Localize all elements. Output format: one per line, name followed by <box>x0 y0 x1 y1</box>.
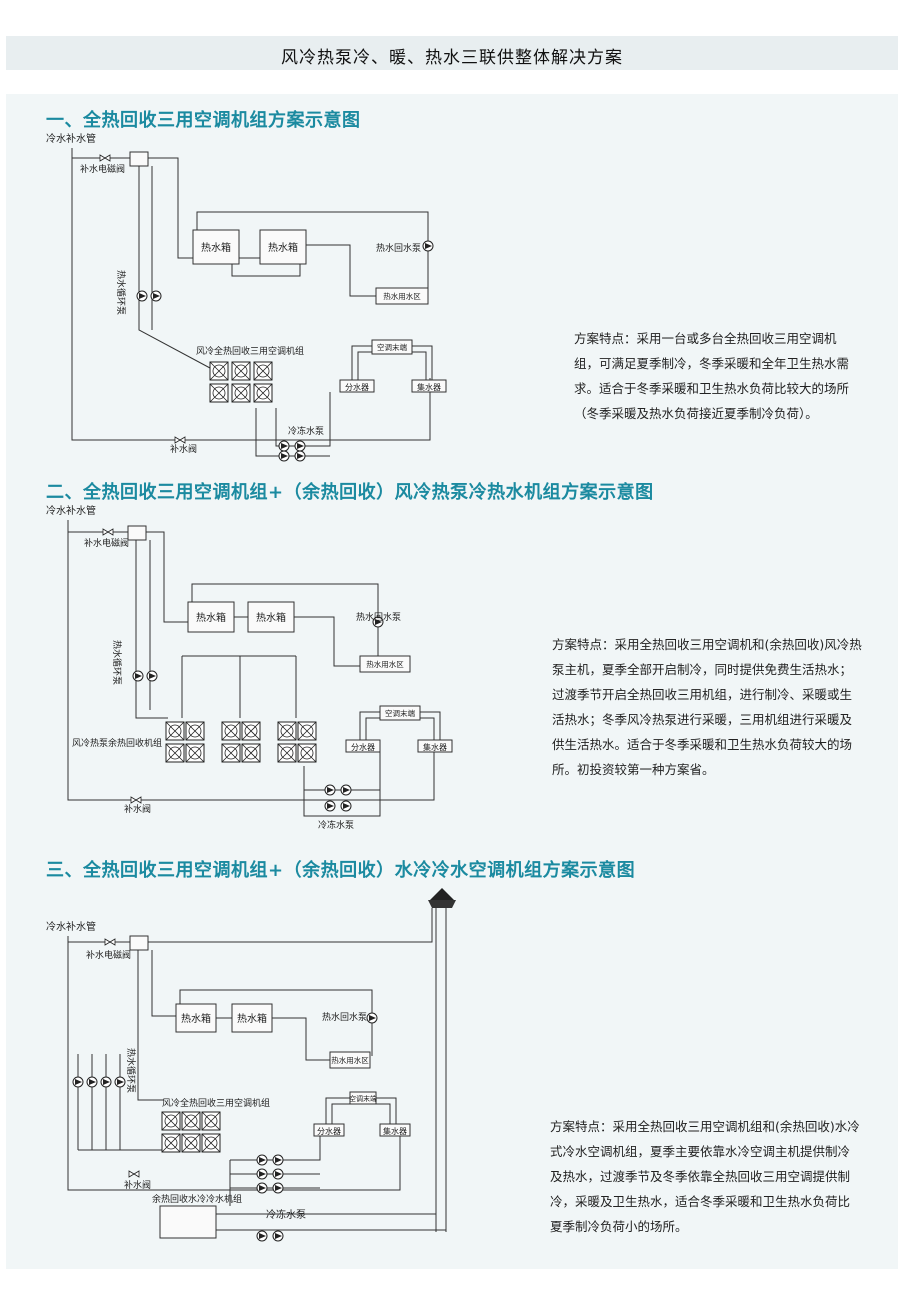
d3-unit2-label: 余热回收水冷冷水机组 <box>152 1193 242 1205</box>
d1-terminal <box>371 339 413 355</box>
d3-chill-pump-label: 冷冻水泵 <box>266 1208 306 1221</box>
d2-makeup-valve-label: 补水阀 <box>124 803 151 815</box>
d1-chill-pump-label: 冷冻水泵 <box>288 425 324 437</box>
d1-filter <box>129 151 149 167</box>
d3-hot-zone-label: 热水用水区 <box>331 1055 369 1065</box>
d2-terminal <box>379 705 421 721</box>
page-header-bar: 风冷热泵冷、暖、热水三联供整体解决方案 <box>6 36 898 70</box>
d1-distributor <box>339 379 375 393</box>
d3-solenoid-label: 补水电磁阀 <box>86 949 131 961</box>
d1-circ-pump-label: 热水循环泵 <box>115 270 127 315</box>
d1-terminal-label: 空调末端 <box>377 342 407 352</box>
d1-tank1 <box>192 229 240 265</box>
d2-terminal-label: 空调末端 <box>385 708 415 718</box>
d3-tank2-label: 热水箱 <box>237 1012 267 1025</box>
d3-tank1 <box>175 1003 217 1033</box>
d3-distributor-label: 分水器 <box>317 1126 341 1136</box>
d1-unit-label: 风冷全热回收三用空调机组 <box>196 345 304 357</box>
d3-tank2 <box>231 1003 273 1033</box>
section-1-description: 方案特点：采用一台或多台全热回收三用空调机组，可满足夏季制冷，冬季采暖和全年卫生… <box>574 331 850 421</box>
d3-terminal-label: 空调末端 <box>349 1094 377 1103</box>
section-2-description: 方案特点：采用全热回收三用空调机和(余热回收)风冷热泵主机，夏季全部开启制冷，同… <box>552 637 862 777</box>
d1-distributor-label: 分水器 <box>345 382 369 392</box>
d3-return-pump-label: 热水回水泵 <box>322 1011 367 1023</box>
d3-tank1-label: 热水箱 <box>181 1012 211 1025</box>
d1-tank2 <box>259 229 307 265</box>
d2-distributor-label: 分水器 <box>351 742 375 752</box>
d2-unit-label: 风冷热泵余热回收机组 <box>72 737 162 749</box>
d2-hot-zone <box>359 655 411 673</box>
d3-hot-zone <box>329 1051 371 1069</box>
d2-return-pump-label: 热水回水泵 <box>356 611 401 623</box>
d2-makeup-pipe-label: 冷水补水管 <box>46 504 96 517</box>
section-3-description: 方案特点：采用全热回收三用空调机组和(余热回收)水冷式冷水空调机组，夏季主要依靠… <box>550 1119 860 1234</box>
d1-tank2-label: 热水箱 <box>268 241 298 254</box>
d2-filter <box>127 525 147 541</box>
d3-distributor <box>313 1123 345 1137</box>
d2-hot-zone-label: 热水用水区 <box>366 659 404 669</box>
d2-unit <box>165 721 317 763</box>
d1-unit <box>209 361 273 403</box>
section-1-title: 一、全热回收三用空调机组方案示意图 <box>46 110 361 131</box>
diagram-1: 冷水补水管 补水电磁阀 热水箱 热水箱 热水用水区 热水回水泵 热水循环泵 风冷… <box>46 132 447 462</box>
d2-tank2 <box>247 601 295 633</box>
d2-solenoid-label: 补水电磁阀 <box>84 537 129 549</box>
d3-unit-label: 风冷全热回收三用空调机组 <box>162 1097 270 1109</box>
d3-collector-label: 集水器 <box>383 1126 407 1136</box>
d1-hot-zone <box>375 287 429 305</box>
d1-solenoid-label: 补水电磁阀 <box>80 163 125 175</box>
d1-return-pump-label: 热水回水泵 <box>376 242 421 254</box>
diagram-2: 冷水补水管 补水电磁阀 热水箱 热水箱 热水用水区 热水回水泵 热水循环泵 风冷… <box>46 504 453 831</box>
d1-hot-zone-label: 热水用水区 <box>383 291 421 301</box>
d2-chill-pump-label: 冷冻水泵 <box>318 819 354 831</box>
d3-makeup-pipe-label: 冷水补水管 <box>46 920 96 933</box>
d3-circ-pump-label: 热水循环泵 <box>125 1048 137 1093</box>
section-3-title: 三、全热回收三用空调机组+（余热回收）水冷冷水空调机组方案示意图 <box>46 860 636 881</box>
d2-tank1 <box>187 601 235 633</box>
d2-distributor <box>345 739 381 753</box>
d2-collector-label: 集水器 <box>423 742 447 752</box>
d1-makeup-valve-label: 补水阀 <box>170 443 197 455</box>
d3-filter <box>129 935 149 951</box>
d1-collector-label: 集水器 <box>417 382 441 392</box>
d1-tank1-label: 热水箱 <box>201 241 231 254</box>
d2-tank2-label: 热水箱 <box>256 611 286 624</box>
page-title: 风冷热泵冷、暖、热水三联供整体解决方案 <box>281 48 623 68</box>
section-2-title: 二、全热回收三用空调机组+（余热回收）风冷热泵冷热水机组方案示意图 <box>46 482 654 503</box>
d3-unit2 <box>159 1205 217 1239</box>
d3-collector <box>379 1123 411 1137</box>
d2-tank1-label: 热水箱 <box>196 611 226 624</box>
d2-collector <box>417 739 453 753</box>
content-panel <box>6 94 898 1269</box>
d3-unit <box>161 1111 221 1153</box>
d3-cooling-tower <box>428 888 456 908</box>
diagram-3: 冷水补水管 补水电磁阀 热水箱 热水箱 热水用水区 热水回水泵 热水循环泵 风冷… <box>46 888 456 1242</box>
d2-circ-pump-label: 热水循环泵 <box>111 640 123 685</box>
d1-collector <box>411 379 447 393</box>
d3-makeup-valve-label: 补水阀 <box>124 1179 151 1191</box>
d1-makeup-pipe-label: 冷水补水管 <box>46 132 96 145</box>
